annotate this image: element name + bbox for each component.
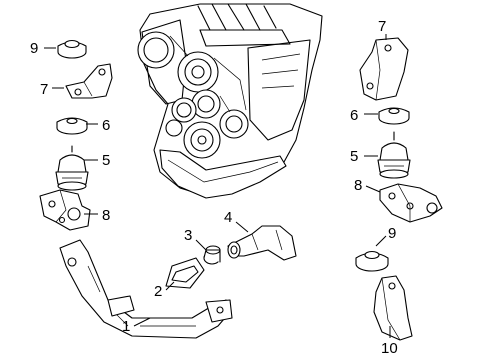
callout-3: 3 (184, 227, 192, 244)
callout-5-left: 5 (102, 152, 110, 169)
part-7-bracket-right (359, 37, 409, 101)
part-5-engine-mount-right (377, 131, 411, 179)
part-1-crossmember (59, 239, 233, 339)
part-6-insulator-left (56, 117, 88, 135)
engine-illustration (137, 3, 323, 199)
callout-2: 2 (154, 283, 162, 300)
callout-7-left: 7 (40, 81, 48, 98)
part-8-bracket-right (379, 183, 443, 223)
part-7-bracket-left (65, 63, 113, 99)
part-9-mount-pad-left (57, 39, 87, 59)
callout-4: 4 (224, 209, 232, 226)
callout-6-right: 6 (350, 107, 358, 124)
callout-9-left: 9 (30, 40, 38, 57)
part-3-bushing (203, 245, 221, 265)
callout-8-right: 8 (354, 177, 362, 194)
callout-9-right: 9 (388, 225, 396, 242)
callout-5-right: 5 (350, 148, 358, 165)
part-2-trans-mount-plate (165, 257, 205, 289)
part-4-rear-mount (227, 225, 297, 261)
callout-10: 10 (381, 340, 398, 357)
part-10-bracket (373, 275, 413, 341)
callout-7-right: 7 (378, 18, 386, 35)
part-5-engine-mount-left (55, 145, 89, 191)
callout-leaders (44, 34, 391, 338)
callout-6-left: 6 (102, 117, 110, 134)
part-6-insulator-right (378, 107, 410, 125)
part-9-mount-pad-right (355, 250, 389, 272)
callout-8-left: 8 (102, 207, 110, 224)
part-8-bracket-left (39, 189, 91, 231)
callout-labels: 9 7 6 5 8 1 2 3 4 7 6 5 8 9 10 (30, 18, 398, 357)
callout-1: 1 (122, 318, 130, 335)
